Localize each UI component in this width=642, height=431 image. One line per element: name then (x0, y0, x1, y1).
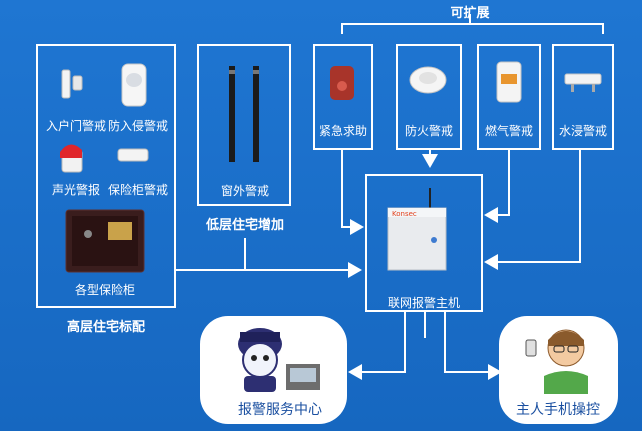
gas-label: 燃气警戒 (484, 124, 533, 138)
window-caption: 低层住宅增加 (205, 218, 284, 233)
safe-box-icon (64, 208, 146, 278)
strobe-siren-icon (56, 138, 86, 178)
window-alert-label: 窗外警戒 (220, 184, 269, 198)
standard-caption: 高层住宅标配 (66, 320, 145, 335)
water-box (552, 44, 614, 150)
fire-box (396, 44, 462, 150)
owner-phone-icon (522, 324, 602, 400)
infrared-beam-icon (226, 64, 262, 168)
emergency-box (313, 44, 373, 150)
emergency-label: 紧急求助 (318, 124, 367, 138)
police-mascot-icon (226, 320, 326, 398)
gas-detector-icon (495, 58, 523, 110)
siren-label: 声光警报 (51, 183, 100, 197)
gas-box (477, 44, 541, 150)
fire-label: 防火警戒 (404, 124, 453, 138)
host-label: 联网报警主机 (387, 296, 460, 310)
smoke-detector-icon (408, 64, 448, 98)
door-sensor-icon (60, 68, 84, 104)
safe-types-label: 各型保险柜 (74, 283, 135, 297)
panic-button-icon (327, 64, 357, 108)
service-center-label: 报警服务中心 (238, 402, 322, 418)
door-alert-label: 入户门警戒 (45, 119, 106, 133)
expandable-label: 可扩展 (450, 6, 490, 21)
host-brand: Konsec (392, 210, 417, 218)
water-label: 水浸警戒 (558, 124, 607, 138)
alarm-host-box (365, 174, 483, 312)
pir-sensor-icon (118, 62, 150, 112)
intrusion-alert-label: 防入侵警戒 (107, 119, 168, 133)
owner-phone-label: 主人手机操控 (516, 402, 600, 418)
water-leak-icon (563, 70, 603, 98)
vibration-sensor-icon (116, 145, 150, 169)
alarm-host-icon: Konsec (386, 188, 450, 278)
safe-alert-label: 保险柜警戒 (107, 183, 168, 197)
window-group-box (197, 44, 291, 206)
standard-group-box (36, 44, 176, 308)
